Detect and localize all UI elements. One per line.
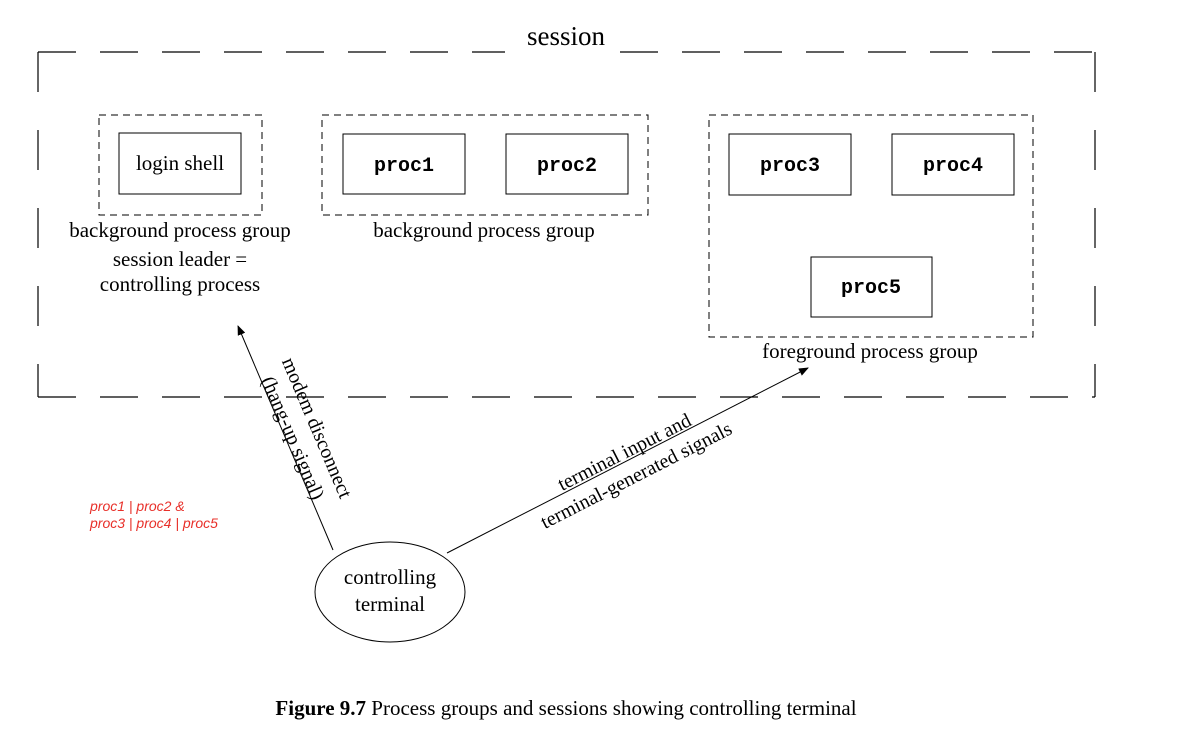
hangup-signal-arrow (237, 325, 334, 551)
process-box-login-shell (118, 132, 242, 195)
process-box-proc5 (810, 256, 933, 318)
group-proc1-proc2-boundary (321, 114, 649, 216)
process-label-proc1: proc1 (374, 155, 434, 178)
figure-caption: Figure 9.7 Process groups and sessions s… (275, 696, 856, 720)
group-label-login-shell: background process group (69, 218, 291, 242)
process-label-proc5: proc5 (841, 277, 901, 300)
process-label-proc4: proc4 (923, 155, 983, 178)
session-leader-label: session leader = (113, 247, 247, 271)
shell-command-annotation-line1: proc1 | proc2 & (89, 498, 185, 514)
process-box-proc2 (505, 133, 629, 195)
process-box-proc3 (728, 133, 852, 196)
terminal-input-arrow (446, 367, 809, 554)
shell-command-annotation-line2: proc3 | proc4 | proc5 (89, 515, 218, 531)
controlling-terminal-node (314, 541, 466, 643)
process-label-login-shell: login shell (136, 151, 224, 175)
figure-caption-text: Process groups and sessions showing cont… (371, 696, 856, 720)
session-boundary (37, 51, 1096, 398)
process-box-proc4 (891, 133, 1015, 196)
controlling-process-label: controlling process (100, 272, 260, 296)
figure-number: Figure 9.7 (275, 696, 366, 720)
process-label-proc2: proc2 (537, 155, 597, 178)
group-label-proc1-proc2: background process group (373, 218, 595, 242)
hangup-label-group: modem disconnect (hang-up signal) (257, 354, 356, 503)
terminal-label-line2: terminal (355, 592, 425, 616)
terminal-input-label-group: terminal input and terminal-generated si… (537, 409, 736, 533)
session-label: session (527, 21, 606, 51)
process-box-proc1 (342, 133, 466, 195)
group-label-foreground: foreground process group (762, 339, 978, 363)
terminal-label-line1: controlling (344, 565, 437, 589)
group-foreground-boundary (708, 114, 1034, 338)
process-label-proc3: proc3 (760, 155, 820, 178)
